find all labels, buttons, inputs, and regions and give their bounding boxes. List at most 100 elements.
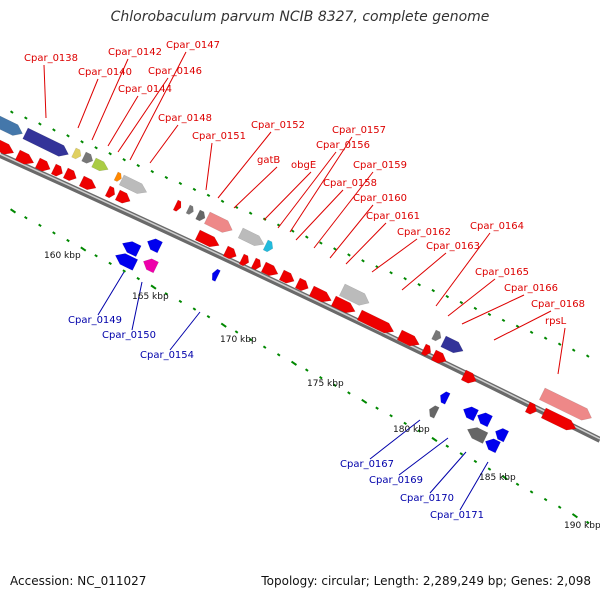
forward-gene-8 (172, 199, 182, 212)
reverse-gene-label: Cpar_0167 (340, 459, 394, 470)
reverse-gene-label: Cpar_0149 (68, 315, 122, 326)
tick-mark-lower (178, 299, 183, 304)
leader-line (398, 437, 449, 476)
reverse-gene-0 (121, 241, 142, 258)
tick-mark-lower (150, 284, 157, 290)
scale-label: 190 kbp (564, 521, 600, 531)
tick-mark-lower (487, 467, 492, 471)
tick-mark-upper (192, 187, 197, 192)
forward-gene-label: Cpar_0142 (108, 47, 162, 58)
tick-mark-upper (178, 181, 183, 186)
feature-block-10 (237, 227, 265, 247)
reverse-gene-11 (485, 438, 501, 454)
forward-gene-17 (330, 295, 356, 314)
leader-line (97, 271, 125, 316)
tick-mark-upper (290, 229, 295, 233)
tick-mark-upper (319, 241, 323, 245)
leader-line (401, 252, 447, 291)
tick-mark-lower (136, 276, 141, 281)
feature-block-12 (338, 283, 370, 306)
tick-mark-lower (417, 429, 421, 433)
forward-gene-label: Cpar_0159 (353, 160, 407, 171)
tick-mark-lower (445, 444, 450, 448)
tick-mark-upper (389, 271, 393, 275)
leader-line (205, 142, 213, 191)
leader-line (447, 278, 496, 317)
tick-mark-upper (24, 116, 28, 120)
tick-mark-lower (94, 254, 98, 258)
forward-gene-24 (540, 407, 577, 431)
feature-block-14 (440, 335, 464, 354)
genome-backbone (0, 152, 600, 443)
leader-line (459, 461, 489, 511)
tick-mark-lower (459, 452, 464, 456)
forward-gene-15 (294, 277, 309, 292)
tick-mark-lower (192, 307, 197, 311)
leader-line (371, 238, 418, 273)
tick-mark-upper (557, 342, 562, 346)
tick-mark-lower (108, 261, 112, 266)
forward-gene-14 (278, 269, 295, 284)
scale-label: 180 kbp (393, 425, 430, 435)
tick-mark-lower (473, 459, 478, 464)
tick-mark-lower (347, 391, 351, 395)
forward-gene-label: Cpar_0140 (78, 67, 132, 78)
tick-mark-upper (305, 235, 309, 239)
reverse-gene-label: Cpar_0170 (400, 493, 454, 504)
gene-features (0, 115, 592, 454)
forward-gene-16 (308, 285, 332, 303)
tick-mark-lower (529, 490, 534, 494)
forward-gene-1 (14, 149, 35, 165)
tick-mark-upper (38, 122, 42, 126)
map-title: Chlorobaculum parvum NCIB 8327, complete… (110, 9, 490, 25)
leader-line (91, 58, 129, 141)
tick-mark-upper (403, 277, 407, 281)
leader-line (461, 294, 525, 325)
tick-mark-upper (52, 128, 56, 132)
forward-gene-11 (238, 253, 250, 267)
tick-mark-upper (248, 211, 253, 215)
feature-block-13 (431, 329, 442, 342)
leader-line (117, 77, 169, 153)
feature-block-2 (71, 147, 82, 160)
feature-block-9 (203, 211, 233, 233)
reverse-gene-5 (440, 391, 451, 405)
forward-gene-label: Cpar_0151 (192, 131, 246, 142)
leader-line (289, 136, 353, 233)
tick-mark-upper (94, 146, 98, 150)
feature-block-3 (81, 151, 94, 164)
leader-line (43, 64, 47, 119)
tick-mark-upper (80, 140, 84, 144)
tick-mark-upper (10, 110, 14, 114)
tick-mark-upper (543, 336, 548, 340)
tick-mark-lower (276, 353, 281, 357)
forward-gene-13 (260, 261, 279, 277)
tick-mark-upper (66, 134, 70, 138)
reverse-gene-1 (147, 238, 163, 254)
tick-mark-upper (529, 330, 534, 334)
tick-mark-upper (487, 312, 492, 317)
tick-mark-lower (431, 436, 438, 443)
feature-block-0 (0, 115, 23, 136)
tick-mark-lower (9, 208, 17, 214)
tick-mark-lower (122, 269, 126, 273)
feature-block-4 (91, 157, 109, 172)
forward-gene-label: Cpar_0160 (353, 193, 407, 204)
leader-line (277, 151, 337, 229)
forward-gene-18 (356, 309, 395, 334)
genome-backbone-highlight (0, 153, 600, 440)
forward-gene-label: Cpar_0165 (475, 267, 529, 278)
forward-gene-label: Cpar_0161 (366, 211, 420, 222)
forward-gene-label: Cpar_0163 (426, 241, 480, 252)
leader-line (149, 124, 179, 164)
tick-mark-lower (206, 315, 211, 319)
leader-line (169, 311, 201, 351)
forward-gene-20 (420, 343, 432, 357)
reverse-gene-label: Cpar_0150 (102, 330, 156, 341)
forward-gene-label: Cpar_0147 (166, 40, 220, 51)
tick-mark-upper (473, 306, 478, 311)
tick-mark-upper (571, 348, 576, 352)
forward-gene-label: rpsL (545, 316, 567, 327)
